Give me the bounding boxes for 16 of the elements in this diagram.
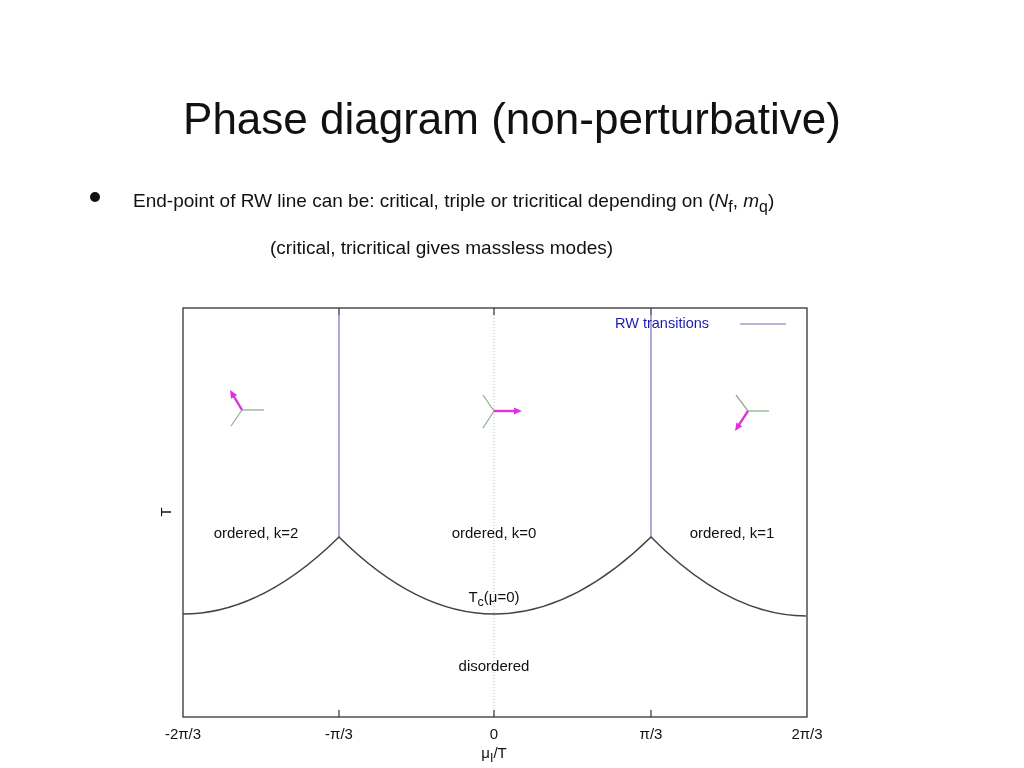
tick-label: 0 [489, 725, 499, 743]
x-axis-label: μ$_{I}$/T [481, 744, 507, 766]
curve-label: T$_{c}$(μ=0) [468, 588, 520, 610]
region-label: ordered, k=0 [451, 524, 537, 542]
region-label: ordered, k=1 [689, 524, 775, 542]
legend-label: RW transitions [615, 314, 709, 332]
region-label: ordered, k=2 [213, 524, 299, 542]
region-label: disordered [458, 657, 530, 675]
tick-label: π/3 [639, 725, 663, 743]
note-text: (critical, tricritical gives massless modes) [270, 237, 614, 259]
bullet-text: End-point of RW line can be: critical, triple or tricritical depending on (N$_{f}$, m$_{q}$) [133, 190, 775, 216]
y-axis-label: T [157, 507, 175, 517]
tick-label: -2π/3 [164, 725, 202, 743]
slide-title: Phase diagram (non-perturbative) [183, 93, 841, 145]
tick-label: -π/3 [325, 725, 353, 743]
tick-label: 2π/3 [791, 725, 823, 743]
